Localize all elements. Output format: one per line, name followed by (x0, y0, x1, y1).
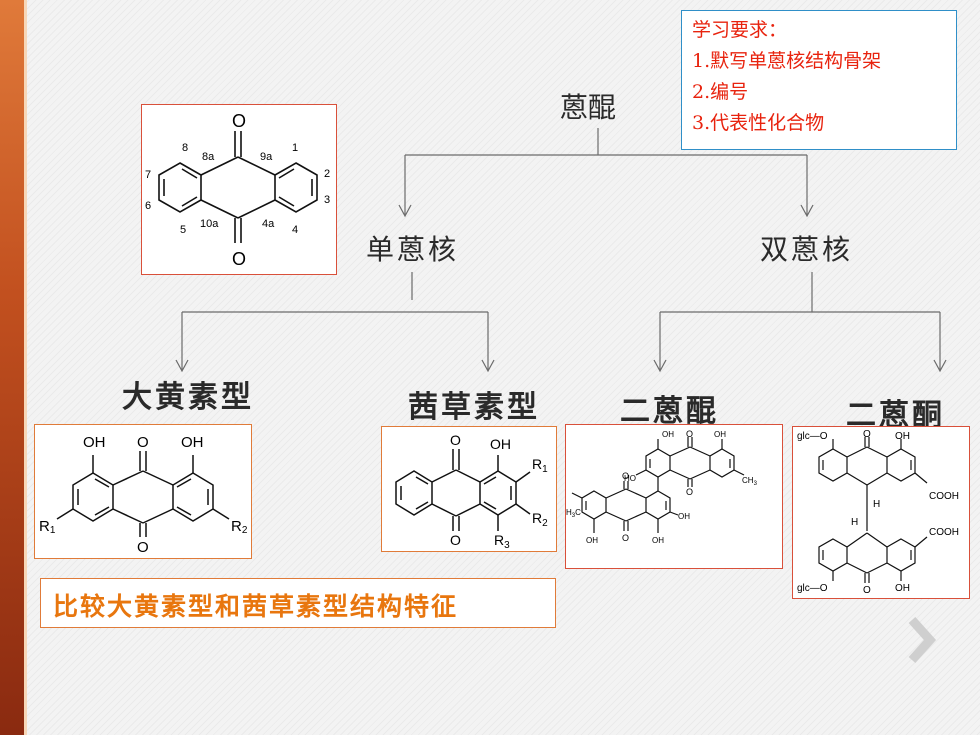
label-oh: OH (662, 430, 674, 439)
emodin-structure-box: OH O OH O R1 R2 (34, 424, 252, 559)
position-label: 4 (292, 224, 298, 236)
label-o: O (863, 585, 871, 596)
heading-double-anthracene: 双蒽核 (760, 233, 854, 266)
label-h: H (851, 517, 858, 528)
position-label: 1 (292, 142, 298, 154)
label-oh: OH (490, 436, 511, 452)
dianthrone-structure-svg: glc—O O OH COOH H H COOH glc—O O OH (797, 429, 959, 596)
anthraquinone-skeleton-svg: O O 1 2 3 4 4a 5 6 7 8 8a 9a 10a (145, 111, 330, 269)
alizarin-structure-svg: O OH R1 R2 O R3 (395, 432, 548, 551)
position-label: 8 (182, 142, 188, 154)
label-o: O (137, 539, 149, 556)
heading-emodin-type: 大黄素型 (122, 380, 254, 415)
alizarin-structure-box: O OH R1 R2 O R3 (381, 426, 557, 552)
requirement-item: 2.编号 (692, 81, 749, 103)
label-r2: R2 (532, 510, 548, 529)
label-o: O (686, 429, 693, 439)
label-oh: OH (714, 430, 726, 439)
comparison-prompt-text: 比较大黄素型和茜草素型结构特征 (53, 592, 459, 621)
label-oh: OH (652, 536, 664, 545)
position-label: 2 (324, 168, 330, 180)
label-ch3: CH3 (742, 476, 758, 487)
root-heading: 蒽醌 (560, 91, 617, 124)
label-oh: OH (678, 512, 690, 521)
position-label: 5 (180, 224, 186, 236)
label-r1: R1 (532, 456, 548, 475)
label-o: O (622, 533, 629, 543)
label-h: H (873, 499, 880, 510)
label-oh: OH (586, 536, 598, 545)
label-ho: HO (624, 474, 636, 483)
label-glc-o: glc—O (797, 431, 828, 442)
label-glc-o: glc—O (797, 583, 828, 594)
carbonyl-o-top: O (232, 111, 246, 131)
dianthraquinone-structure-svg: OH O OH HO O CH3 O H3C OH O OH OH (566, 429, 758, 545)
heading-single-anthracene: 单蒽核 (366, 233, 460, 266)
dianthrone-structure-box: glc—O O OH COOH H H COOH glc—O O OH (792, 426, 970, 599)
position-label: 6 (145, 200, 151, 212)
label-o: O (450, 432, 461, 448)
label-r2: R2 (231, 518, 248, 536)
position-label: 10a (200, 218, 219, 230)
position-label: 4a (262, 218, 275, 230)
label-oh: OH (181, 434, 204, 451)
left-accent-bar (0, 0, 27, 735)
requirements-title: 学习要求： (692, 19, 788, 41)
dianthraquinone-structure-box: OH O OH HO O CH3 O H3C OH O OH OH (565, 424, 783, 569)
label-oh: OH (83, 434, 106, 451)
comparison-prompt-box: 比较大黄素型和茜草素型结构特征 (40, 578, 556, 628)
next-slide-button[interactable] (900, 612, 940, 668)
requirement-item: 1.默写单蒽核结构骨架 (692, 50, 882, 72)
chevron-right-icon (908, 616, 937, 664)
heading-dianthraquinone: 二蒽醌 (620, 394, 719, 429)
label-r3: R3 (494, 532, 510, 550)
requirements-box: 学习要求： 1.默写单蒽核结构骨架 2.编号 3.代表性化合物 (681, 10, 957, 150)
label-o: O (450, 532, 461, 548)
skeleton-structure-box: O O 1 2 3 4 4a 5 6 7 8 8a 9a 10a (141, 104, 337, 275)
label-o: O (137, 434, 149, 451)
label-r1: R1 (39, 518, 56, 536)
label-o: O (863, 429, 871, 440)
position-label: 8a (202, 151, 215, 163)
label-oh: OH (895, 431, 910, 442)
position-label: 9a (260, 151, 273, 163)
label-o: O (686, 487, 693, 497)
requirement-item: 3.代表性化合物 (692, 112, 825, 134)
position-label: 7 (145, 169, 151, 181)
label-cooh: COOH (929, 527, 959, 538)
emodin-structure-svg: OH O OH O R1 R2 (39, 434, 248, 556)
carbonyl-o-bottom: O (232, 249, 246, 269)
label-cooh: COOH (929, 491, 959, 502)
position-label: 3 (324, 194, 330, 206)
label-oh: OH (895, 583, 910, 594)
label-h3c: H3C (566, 508, 581, 519)
heading-alizarin-type: 茜草素型 (408, 390, 540, 425)
label-o: O (622, 471, 629, 481)
